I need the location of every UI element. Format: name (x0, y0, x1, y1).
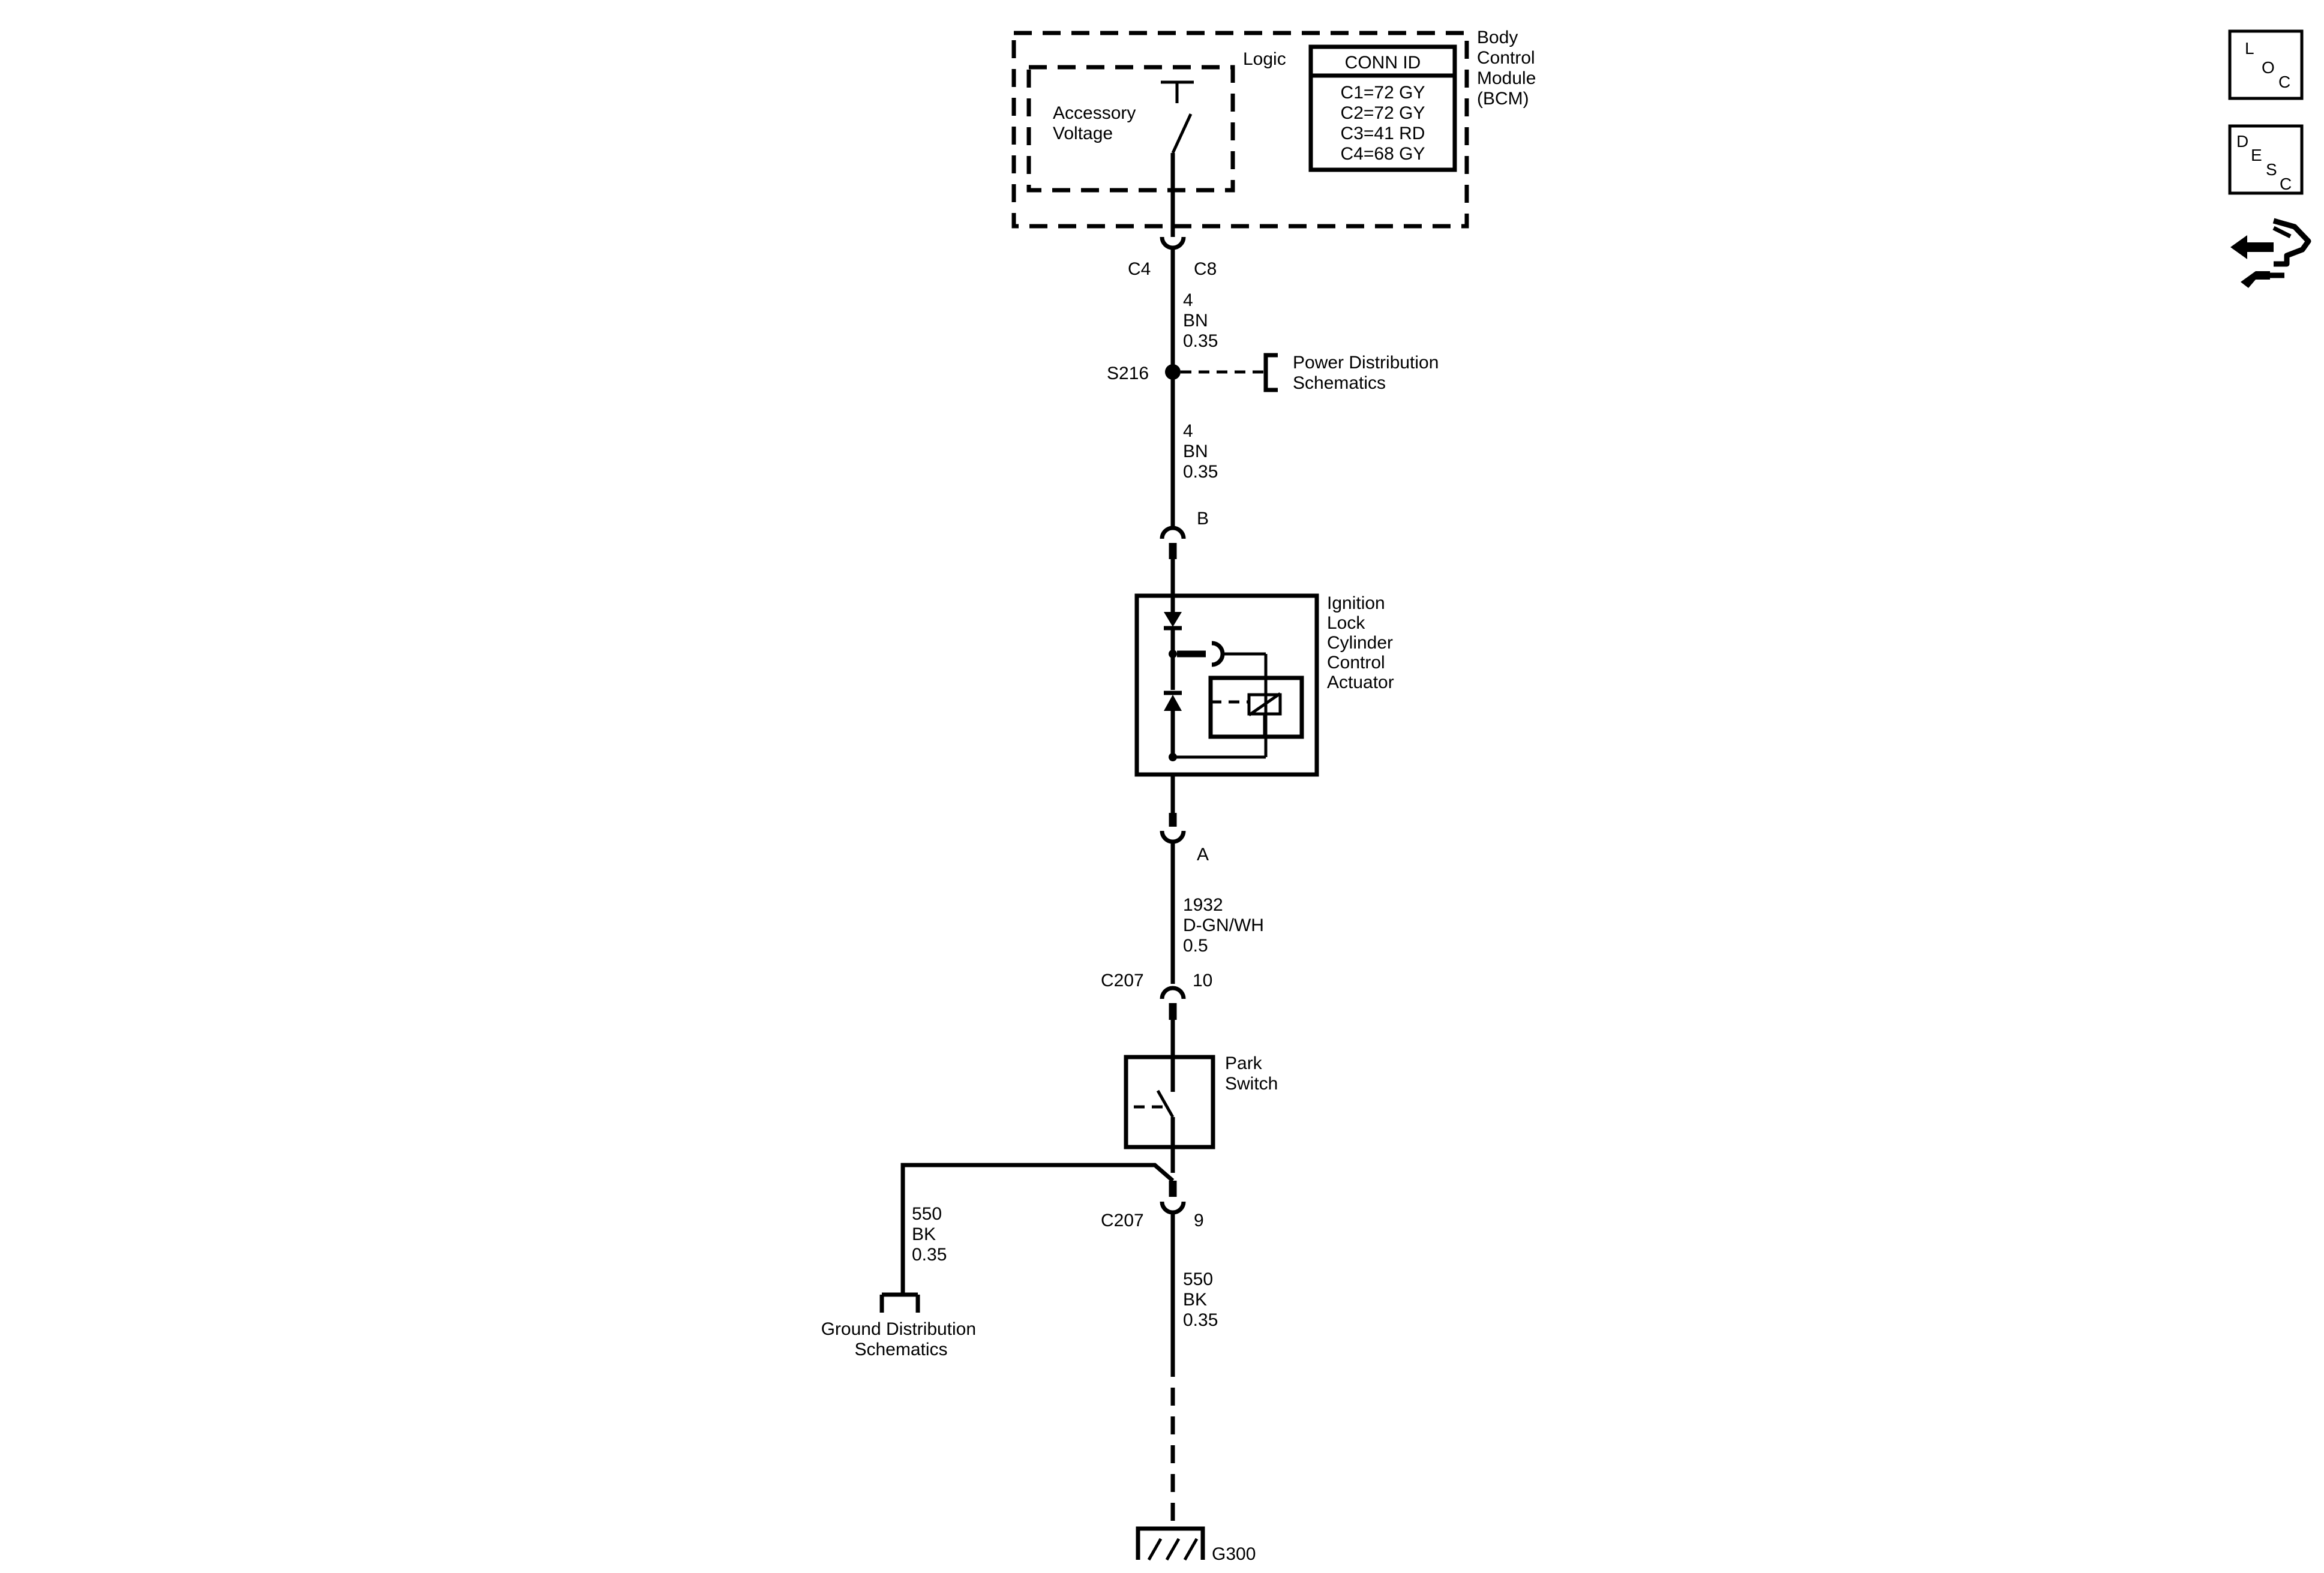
connector-label-a: A (1197, 845, 1209, 864)
park-switch-label: Park Switch (1225, 1053, 1278, 1094)
connector-label-c4: C4 (1128, 259, 1151, 279)
body-control-module: Logic Accessory Voltage CONN ID C1=72 GY… (1011, 28, 1541, 237)
ground-distribution-ref: Ground Distribution Schematics (821, 1319, 981, 1359)
logic-label: Logic (1243, 49, 1286, 69)
svg-text:S: S (2266, 160, 2277, 179)
connector-pin-label: 10 (1193, 971, 1212, 990)
connector-c207-pin-10: C207 10 (1101, 971, 1212, 1057)
wire-label: 4 BN 0.35 (1183, 290, 1218, 351)
connector-label-c207: C207 (1101, 1211, 1144, 1230)
wire-label: 550 BK 0.35 (1183, 1269, 1218, 1330)
actuator-connector-b: B (1160, 509, 1209, 612)
ground-branch: 550 BK 0.35 Ground Distribution Schemati… (821, 1163, 1175, 1359)
connector-label-c8: C8 (1194, 259, 1217, 279)
conn-id-table: CONN ID C1=72 GY C2=72 GY C3=41 RD C4=68… (1308, 44, 1457, 172)
conn-id-row: C2=72 GY (1341, 103, 1425, 123)
power-distribution-ref: Power Distribution Schematics (1293, 353, 1444, 393)
conn-id-row: C3=41 RD (1341, 124, 1425, 143)
splice-s216: S216 Power Distribution Schematics (1107, 353, 1444, 393)
loc-icon[interactable]: L O C (2228, 29, 2304, 100)
desc-icon[interactable]: D E S C (2228, 124, 2304, 195)
connector-c207-pin-9: C207 9 (1101, 1181, 1204, 1230)
accessory-switch-symbol (1161, 80, 1194, 237)
actuator-label: Ignition Lock Cylinder Control Actuator (1327, 593, 1398, 692)
splice-label: S216 (1107, 364, 1149, 383)
wire-label: 1932 D-GN/WH 0.5 (1183, 895, 1269, 956)
connector-hand-icon[interactable] (2230, 218, 2311, 288)
connector-pin-label: 9 (1194, 1211, 1204, 1230)
bcm-connector: C4 C8 (1128, 236, 1217, 371)
wire-label: 4 BN 0.35 (1183, 421, 1218, 482)
logic-box (1026, 65, 1235, 193)
svg-text:C: C (2278, 73, 2290, 91)
svg-text:E: E (2251, 146, 2262, 164)
svg-text:C: C (2280, 175, 2292, 193)
conn-id-row: C4=68 GY (1341, 144, 1425, 164)
ignition-lock-actuator: Ignition Lock Cylinder Control Actuator (1134, 593, 1398, 777)
bcm-outline (1011, 31, 1469, 229)
conn-id-title: CONN ID (1345, 53, 1421, 73)
connector-label-c207: C207 (1101, 971, 1144, 990)
actuator-connector-a: A (1160, 775, 1209, 864)
park-switch: Park Switch (1124, 1053, 1278, 1173)
svg-text:L: L (2245, 39, 2254, 58)
ground-g300: G300 (1136, 1526, 1256, 1564)
connector-label-b: B (1197, 509, 1209, 529)
accessory-voltage-label: Accessory Voltage (1053, 103, 1141, 143)
conn-id-row: C1=72 GY (1341, 83, 1425, 103)
svg-text:D: D (2236, 132, 2248, 151)
wire-label: 550 BK 0.35 (912, 1204, 947, 1265)
ground-label: G300 (1212, 1544, 1256, 1564)
svg-text:O: O (2262, 58, 2275, 77)
bcm-module-label: Body Control Module (BCM) (1477, 28, 1541, 109)
